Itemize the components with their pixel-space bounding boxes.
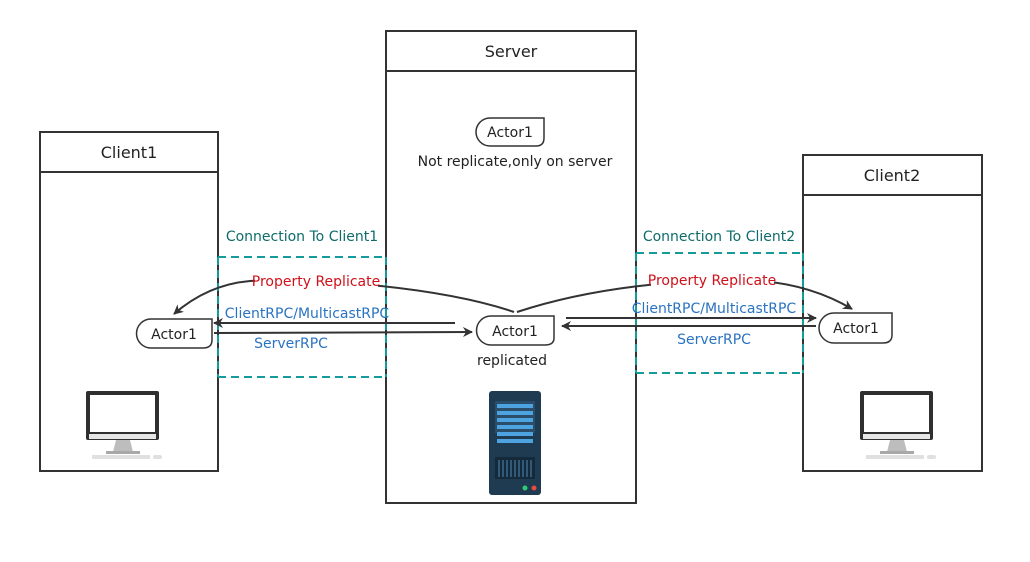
server-rpc-arrow-client1 — [213, 327, 473, 338]
client-rpc-label-client2: ClientRPC/MulticastRPC — [632, 301, 797, 317]
client2-actor-label: Actor1 — [833, 321, 879, 337]
client1-title: Client1 — [101, 143, 158, 162]
server-replicated-actor-label: Actor1 — [492, 324, 538, 340]
server-local-actor-label: Actor1 — [487, 125, 533, 141]
monitor-icon — [86, 391, 162, 459]
server-rpc-label-client1: ServerRPC — [254, 336, 328, 352]
client-rpc-label-client1: ClientRPC/MulticastRPC — [225, 306, 390, 322]
client2-actor: Actor1 — [818, 312, 893, 344]
server-replicated-actor: Actor1 — [475, 315, 555, 346]
server-title: Server — [485, 42, 538, 61]
server-local-actor: Actor1 — [475, 117, 545, 147]
connection-client2-label: Connection To Client2 — [643, 229, 795, 245]
property-replicate-label-client2: Property Replicate — [648, 273, 776, 289]
monitor-icon — [860, 391, 936, 459]
connection-client1-label: Connection To Client1 — [226, 229, 378, 245]
server-rpc-label-client2: ServerRPC — [677, 332, 751, 348]
client1-actor: Actor1 — [135, 318, 213, 349]
server-replicated-note: replicated — [477, 353, 547, 369]
server-rack-icon — [489, 391, 541, 495]
client1-actor-label: Actor1 — [151, 327, 197, 343]
server-local-actor-note: Not replicate,only on server — [418, 154, 613, 170]
property-replicate-label-client1: Property Replicate — [252, 274, 380, 290]
connection-client1 — [217, 256, 387, 378]
connection-client2 — [635, 252, 804, 374]
client2-title: Client2 — [864, 166, 921, 185]
